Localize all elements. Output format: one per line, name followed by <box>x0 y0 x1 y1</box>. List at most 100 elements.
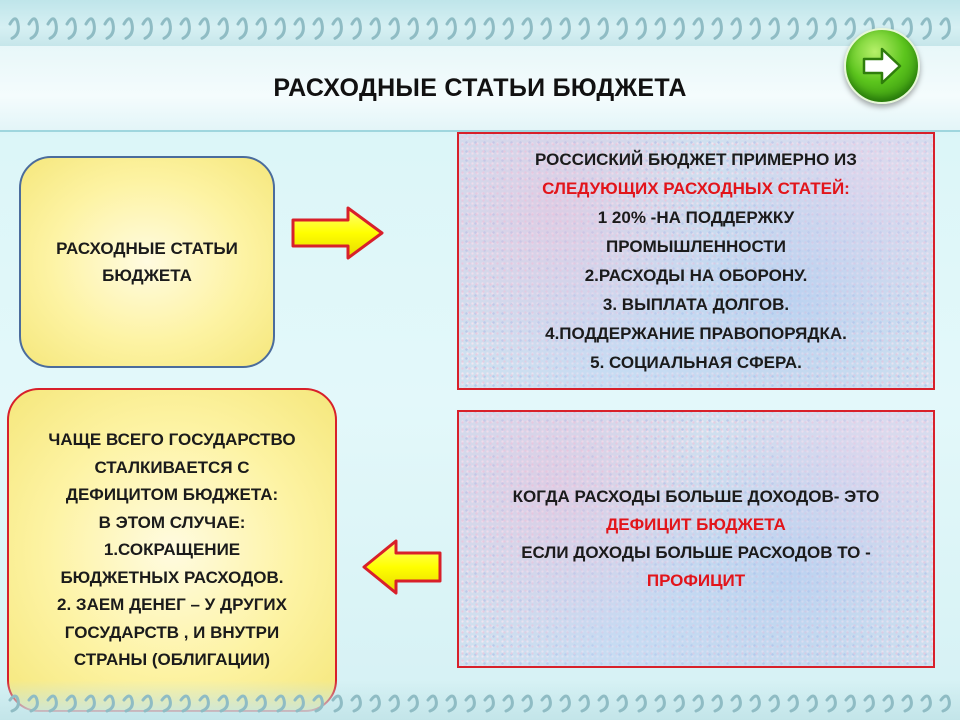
spiral-ring <box>312 17 324 40</box>
spiral-ring <box>369 694 381 713</box>
spiral-ring <box>293 17 305 40</box>
spiral-ring <box>426 694 438 713</box>
spiral-ring <box>559 694 571 713</box>
solution-line: СТРАНЫ (ОБЛИГАЦИИ) <box>73 650 271 670</box>
spiral-ring <box>84 694 96 713</box>
spiral-ring <box>84 17 96 40</box>
budget-item: 1 20% -НА ПОДДЕРЖКУ <box>597 208 795 227</box>
spiral-ring <box>217 17 229 40</box>
spiral-ring <box>27 694 39 713</box>
solution-line: ЧАЩЕ ВСЕГО ГОСУДАРСТВО <box>48 430 296 450</box>
spiral-ring <box>179 694 191 713</box>
spiral-ring <box>445 17 457 40</box>
highlight-line: СЛЕДУЮЩИХ РАСХОДНЫХ СТАТЕЙ: <box>542 179 850 198</box>
spiral-ring <box>350 694 362 713</box>
next-slide-button[interactable] <box>844 28 920 104</box>
yellow-arrow-left-icon <box>362 539 442 595</box>
budget-item: ПРОМЫШЛЕННОСТИ <box>606 237 786 256</box>
spiral-ring <box>502 694 514 713</box>
spiral-ring <box>597 17 609 40</box>
spiral-ring <box>806 17 818 40</box>
spiral-ring <box>350 17 362 40</box>
spiral-ring <box>673 17 685 40</box>
spiral-ring <box>236 17 248 40</box>
budget-item: 3. ВЫПЛАТА ДОЛГОВ. <box>602 295 790 314</box>
spiral-ring <box>863 694 875 713</box>
spiral-ring <box>46 694 58 713</box>
slide-title: РАСХОДНЫЕ СТАТЬИ БЮДЖЕТА <box>273 74 687 102</box>
solution-line: СТАЛКИВАЕТСЯ С <box>94 457 250 477</box>
spiral-ring <box>46 17 58 40</box>
spiral-ring <box>540 694 552 713</box>
spiral-ring <box>179 17 191 40</box>
spiral-ring <box>502 17 514 40</box>
budget-item: 5. СОЦИАЛЬНАЯ СФЕРА. <box>590 353 802 372</box>
deficit-line: КОГДА РАСХОДЫ БОЛЬШЕ ДОХОДОВ- ЭТО <box>512 487 880 506</box>
deficit-definition-box: КОГДА РАСХОДЫ БОЛЬШЕ ДОХОДОВ- ЭТО ДЕФИЦИ… <box>457 410 935 668</box>
spiral-ring <box>559 17 571 40</box>
spiral-ring <box>635 17 647 40</box>
yellow-arrow-right-icon <box>291 206 384 260</box>
solution-line: В ЭТОМ СЛУЧАЕ: <box>98 512 246 532</box>
spiral-ring <box>521 17 533 40</box>
spiral-ring <box>844 17 856 40</box>
spiral-ring <box>901 17 913 40</box>
spiral-ring <box>597 694 609 713</box>
spiral-ring <box>692 694 704 713</box>
spiral-ring <box>464 17 476 40</box>
spiral-ring <box>8 17 20 40</box>
spiral-ring <box>483 694 495 713</box>
solution-line: БЮДЖЕТНЫХ РАСХОДОВ. <box>60 567 284 587</box>
intro-line: РОССИСКИЙ БЮДЖЕТ ПРИМЕРНО ИЗ <box>535 150 857 169</box>
spiral-ring <box>426 17 438 40</box>
spiral-ring <box>122 17 134 40</box>
spiral-ring <box>483 17 495 40</box>
deficit-term: ДЕФИЦИТ БЮДЖЕТА <box>606 515 786 534</box>
spiral-ring <box>464 694 476 713</box>
budget-items-list-box: РОССИСКИЙ БЮДЖЕТ ПРИМЕРНО ИЗ СЛЕДУЮЩИХ Р… <box>457 132 935 390</box>
spiral-ring <box>749 694 761 713</box>
spiral-ring <box>388 694 400 713</box>
spiral-ring <box>217 694 229 713</box>
spiral-ring <box>616 17 628 40</box>
spiral-ring <box>616 694 628 713</box>
spiral-ring <box>711 694 723 713</box>
spiral-ring <box>331 17 343 40</box>
spiral-ring <box>407 694 419 713</box>
solution-line: 1.СОКРАЩЕНИЕ <box>103 540 241 560</box>
spiral-ring <box>255 694 267 713</box>
spiral-ring <box>692 17 704 40</box>
spiral-ring <box>388 17 400 40</box>
spiral-ring <box>198 17 210 40</box>
solution-line: ГОСУДАРСТВ , И ВНУТРИ <box>64 622 280 642</box>
spiral-ring <box>274 17 286 40</box>
concept-line: РАСХОДНЫЕ СТАТЬИ <box>56 239 238 258</box>
spiral-ring <box>312 694 324 713</box>
spiral-ring <box>369 17 381 40</box>
spiral-ring <box>787 694 799 713</box>
spiral-ring <box>103 694 115 713</box>
budget-item: 4.ПОДДЕРЖАНИЕ ПРАВОПОРЯДКА. <box>545 324 847 343</box>
budget-items-concept-box: РАСХОДНЫЕ СТАТЬИ БЮДЖЕТА <box>19 156 275 368</box>
spiral-ring <box>654 17 666 40</box>
spiral-ring <box>65 17 77 40</box>
arrow-right-icon <box>862 47 902 85</box>
budget-item: 2.РАСХОДЫ НА ОБОРОНУ. <box>584 266 808 285</box>
spiral-ring <box>730 694 742 713</box>
spiral-ring <box>255 17 267 40</box>
spiral-ring <box>730 17 742 40</box>
spiral-ring <box>768 694 780 713</box>
spiral-binding-bottom <box>0 680 960 720</box>
spiral-ring <box>521 694 533 713</box>
spiral-ring <box>141 694 153 713</box>
spiral-ring <box>122 694 134 713</box>
spiral-ring <box>578 17 590 40</box>
spiral-ring <box>274 694 286 713</box>
spiral-ring <box>236 694 248 713</box>
spiral-ring <box>103 17 115 40</box>
spiral-ring <box>787 17 799 40</box>
spiral-ring <box>654 694 666 713</box>
spiral-ring <box>331 694 343 713</box>
spiral-ring <box>635 694 647 713</box>
spiral-ring <box>673 694 685 713</box>
